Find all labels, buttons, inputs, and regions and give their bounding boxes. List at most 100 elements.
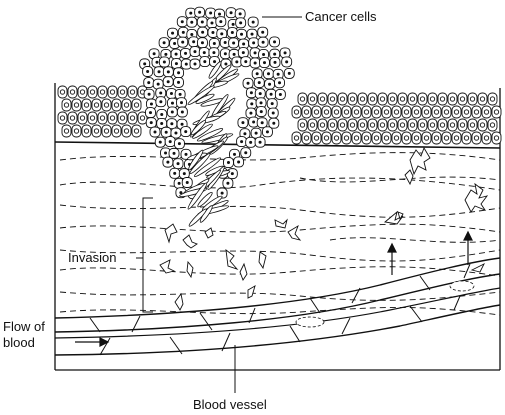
cell-nucleus — [63, 102, 70, 108]
cancer-cell-nucleus — [269, 92, 273, 96]
cancer-cell-nucleus — [254, 131, 258, 135]
cancer-cell-nucleus — [192, 40, 196, 44]
cell-nucleus — [99, 115, 106, 121]
cell-nucleus — [119, 115, 126, 121]
connective-tissue-fibers — [59, 152, 501, 316]
cancer-cell-nucleus — [164, 52, 168, 56]
cancer-cell-nucleus — [224, 62, 228, 66]
cell-nucleus — [403, 135, 410, 141]
cancer-cell-nucleus — [258, 92, 262, 96]
epithelial-layer — [57, 85, 502, 145]
cell-nucleus — [309, 122, 316, 128]
cancer-cell-nucleus — [261, 30, 265, 34]
cancer-cell-nucleus — [172, 151, 176, 155]
cancer-cell-nucleus — [273, 60, 277, 64]
cancer-cell-nucleus — [149, 102, 153, 106]
cell-nucleus — [329, 122, 336, 128]
cell-nucleus — [469, 122, 476, 128]
cancer-cells-label: Cancer cells — [305, 9, 377, 24]
cancer-cell-nucleus — [176, 162, 180, 166]
cancer-cell-nucleus — [147, 81, 151, 85]
cancer-cell-nucleus — [166, 70, 170, 74]
cancer-cell-nucleus — [184, 130, 188, 134]
cancer-cell-nucleus — [160, 112, 164, 116]
cancer-cell-nucleus — [174, 131, 178, 135]
cancer-cell-nucleus — [190, 20, 194, 24]
cancer-cell-nucleus — [179, 101, 183, 105]
cancer-cell-nucleus — [189, 11, 193, 15]
cancer-cell-nucleus — [182, 172, 186, 176]
cancer-cell-nucleus — [170, 110, 174, 114]
cell-nucleus — [353, 109, 360, 115]
cell-nucleus — [353, 135, 360, 141]
spindle-cell — [190, 119, 207, 136]
cell-nucleus — [369, 96, 376, 102]
cancer-cell-nucleus — [219, 20, 223, 24]
cell-nucleus — [129, 115, 136, 121]
cell-nucleus — [449, 96, 456, 102]
cancer-cell-nucleus — [173, 171, 177, 175]
cancer-cell-nucleus — [231, 22, 235, 26]
cancer-cell-nucleus — [273, 52, 277, 56]
cancer-cell-nucleus — [218, 12, 222, 16]
cancer-cell-nucleus — [271, 111, 275, 115]
cancer-cell-nucleus — [158, 140, 162, 144]
cancer-cell-nucleus — [249, 140, 253, 144]
cancer-cell-nucleus — [268, 82, 272, 86]
cell-nucleus — [293, 135, 300, 141]
cancer-cell-nucleus — [278, 81, 282, 85]
cell-nucleus — [363, 109, 370, 115]
cell-nucleus — [409, 122, 416, 128]
cell-nucleus — [473, 109, 480, 115]
cell-nucleus — [343, 109, 350, 115]
cancer-cell-nucleus — [232, 52, 236, 56]
cancer-cell-nucleus — [173, 41, 177, 45]
cancer-cell-nucleus — [241, 121, 245, 125]
cancer-cell-nucleus — [176, 80, 180, 84]
cancer-cell-nucleus — [249, 91, 253, 95]
cell-nucleus — [133, 102, 140, 108]
cell-nucleus — [459, 122, 466, 128]
cancer-cell-nucleus — [229, 11, 233, 15]
cell-nucleus — [459, 96, 466, 102]
cell-nucleus — [489, 122, 496, 128]
cell-nucleus — [93, 128, 100, 134]
cell-nucleus — [419, 96, 426, 102]
cancer-cell-nucleus — [159, 100, 163, 104]
cell-nucleus — [73, 102, 80, 108]
cancer-cell-nucleus — [159, 91, 163, 95]
cancer-cell-nucleus — [152, 52, 156, 56]
extravasating-cells — [295, 280, 475, 328]
cancer-cell-nucleus — [180, 122, 184, 126]
cell-nucleus — [433, 135, 440, 141]
cancer-cell-nucleus — [171, 31, 175, 35]
cancer-cell-nucleus — [166, 160, 170, 164]
cancer-cell-nucleus — [169, 92, 173, 96]
cancer-cell-nucleus — [146, 70, 150, 74]
cancer-cell-nucleus — [239, 21, 243, 25]
cell-nucleus — [69, 115, 76, 121]
cancer-cell-nucleus — [258, 140, 262, 144]
cell-nucleus — [439, 96, 446, 102]
invasion-label: Invasion — [68, 250, 116, 265]
cell-nucleus — [63, 128, 70, 134]
cell-nucleus — [113, 128, 120, 134]
cancer-cell-nucleus — [170, 122, 174, 126]
cancer-cell-nucleus — [261, 40, 265, 44]
cell-nucleus — [393, 109, 400, 115]
cancer-cell-nucleus — [246, 81, 250, 85]
cancer-cell-nucleus — [157, 70, 161, 74]
cell-nucleus — [303, 109, 310, 115]
cell-nucleus — [463, 109, 470, 115]
cancer-cell-nucleus — [237, 160, 241, 164]
cancer-cell-nucleus — [253, 61, 257, 65]
cell-nucleus — [83, 102, 90, 108]
cancer-cell-nucleus — [193, 62, 197, 66]
cell-nucleus — [369, 122, 376, 128]
cell-nucleus — [409, 96, 416, 102]
cancer-cell-nucleus — [193, 50, 197, 54]
cell-nucleus — [349, 122, 356, 128]
cancer-cell-nucleus — [220, 32, 224, 36]
cancer-cell-nucleus — [160, 121, 164, 125]
spindle-cell — [208, 61, 222, 79]
